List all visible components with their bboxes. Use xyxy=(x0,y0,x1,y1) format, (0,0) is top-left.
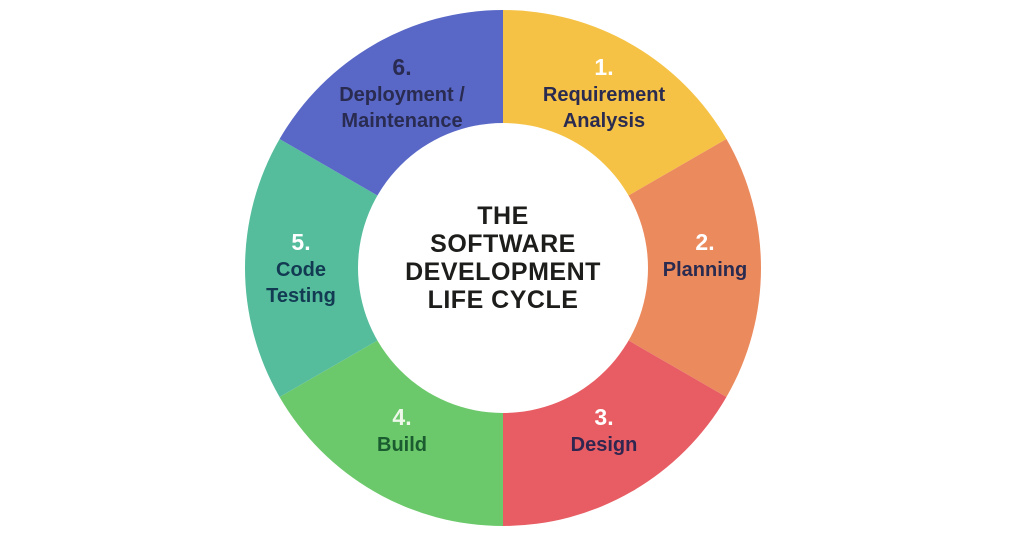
donut-center-circle xyxy=(358,123,648,413)
segment-label-deployment-maintenance: 6.Deployment /Maintenance xyxy=(339,54,465,132)
segment-label-design: 3.Design xyxy=(571,404,638,456)
segment-label-planning: 2.Planning xyxy=(663,229,747,281)
segment-label-build: 4.Build xyxy=(377,404,427,456)
